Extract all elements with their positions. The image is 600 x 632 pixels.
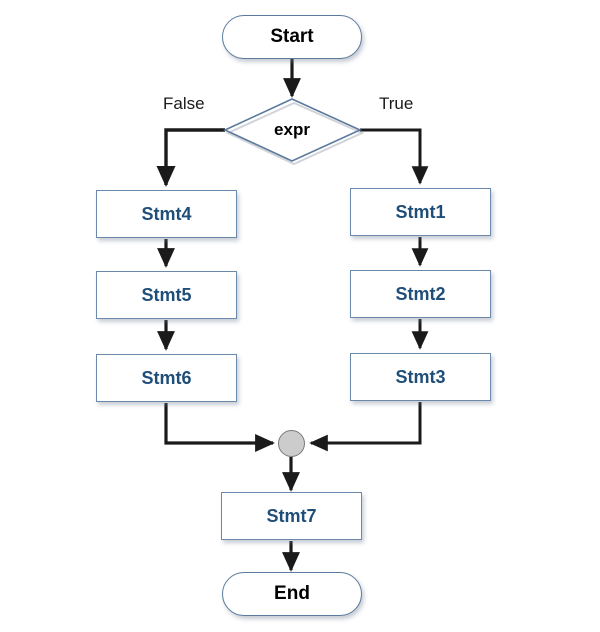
node-stmt7[interactable]: Stmt7: [221, 492, 362, 540]
edge-decision-to-stmt4: [156, 128, 225, 188]
node-stmt6-label: Stmt6: [141, 367, 192, 388]
edge-stmt3-to-merge: [309, 402, 422, 452]
node-decision-label: expr: [274, 120, 310, 139]
edge-decision-to-stmt1: [360, 128, 429, 185]
node-stmt5-label: Stmt5: [141, 284, 192, 305]
node-stmt4[interactable]: Stmt4: [96, 190, 237, 238]
edge-stmt6-to-merge: [164, 403, 275, 452]
node-stmt5[interactable]: Stmt5: [96, 271, 237, 319]
node-stmt3-label: Stmt3: [395, 366, 446, 387]
node-stmt6[interactable]: Stmt6: [96, 354, 237, 402]
node-stmt4-label: Stmt4: [141, 203, 192, 224]
decision-diamond-shadow: [225, 101, 365, 166]
node-start[interactable]: Start: [222, 15, 362, 59]
node-merge-junction[interactable]: [278, 430, 305, 457]
node-end-label: End: [274, 583, 310, 604]
node-stmt1-label: Stmt1: [395, 201, 446, 222]
node-stmt1[interactable]: Stmt1: [350, 188, 491, 236]
branch-label-true: True: [379, 94, 413, 114]
node-decision[interactable]: expr: [252, 116, 332, 144]
branch-label-true-text: True: [379, 94, 414, 113]
decision-diamond-shape: [223, 98, 362, 162]
node-end[interactable]: End: [222, 572, 362, 616]
branch-label-false-text: False: [163, 94, 205, 113]
node-stmt3[interactable]: Stmt3: [350, 353, 491, 401]
node-start-label: Start: [270, 26, 314, 47]
node-stmt2[interactable]: Stmt2: [350, 270, 491, 318]
node-stmt2-label: Stmt2: [395, 283, 446, 304]
branch-label-false: False: [163, 94, 205, 114]
node-stmt7-label: Stmt7: [266, 505, 317, 526]
